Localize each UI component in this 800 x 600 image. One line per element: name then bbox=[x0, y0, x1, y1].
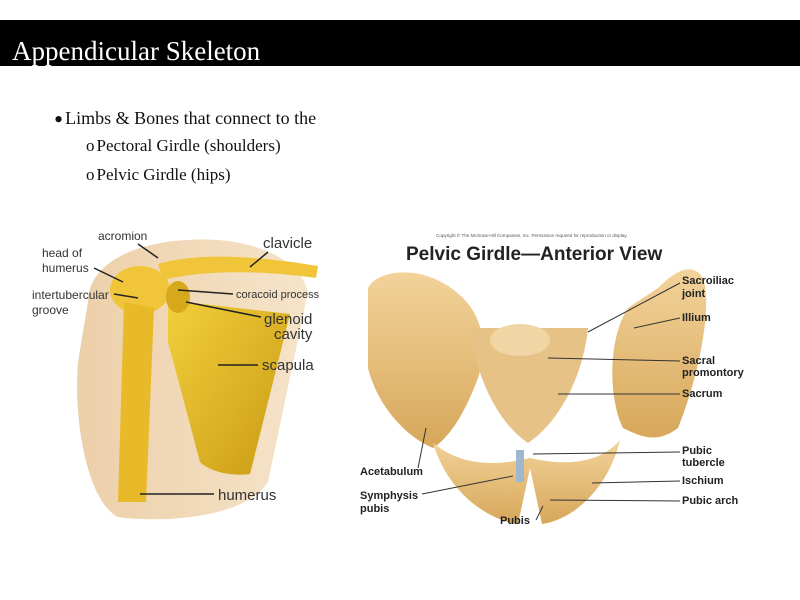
label-sacroiliac-2: joint bbox=[681, 288, 706, 300]
label-pubic-tubercle-2: tubercle bbox=[682, 457, 725, 469]
label-acetabulum: Acetabulum bbox=[360, 466, 423, 478]
leader-ischium bbox=[591, 480, 681, 484]
glenoid-shape bbox=[166, 281, 190, 313]
humerus-shaft bbox=[118, 302, 154, 502]
leader-symphysis bbox=[421, 475, 514, 495]
leader-acetabulum bbox=[417, 427, 427, 469]
label-head-of-humerus-1: head of bbox=[42, 246, 83, 260]
label-pubic-arch: Pubic arch bbox=[682, 495, 739, 507]
leader-pubic-tubercle bbox=[532, 451, 681, 455]
symphysis-disc bbox=[516, 450, 524, 482]
scapula-bone bbox=[168, 300, 290, 475]
label-humerus: humerus bbox=[218, 487, 276, 504]
sub-bullet-text: Pectoral Girdle (shoulders) bbox=[96, 136, 281, 155]
leader-head bbox=[93, 267, 124, 283]
label-pubic-tubercle-1: Pubic bbox=[682, 445, 712, 457]
humerus-head bbox=[110, 266, 170, 314]
sacral-promontory bbox=[490, 324, 550, 356]
leader-illium bbox=[633, 317, 681, 329]
title-bar bbox=[0, 20, 800, 66]
label-symphysis-2: pubis bbox=[360, 503, 389, 515]
pubic-ring bbox=[433, 440, 620, 524]
sub-bullet-marker: o bbox=[86, 136, 95, 155]
sacrum-bone bbox=[470, 328, 588, 443]
shoulder-diagram: acromion clavicle head of humerus intert… bbox=[32, 229, 320, 520]
slide-title: Appendicular Skeleton bbox=[12, 36, 261, 66]
leader-acromion bbox=[137, 243, 159, 259]
label-intertubercular-2: groove bbox=[32, 303, 69, 317]
pelvis-title: Pelvic Girdle—Anterior View bbox=[406, 244, 662, 265]
leader-sacroiliac bbox=[587, 282, 681, 333]
leader-pubis bbox=[535, 505, 544, 521]
label-ischium: Ischium bbox=[682, 475, 724, 487]
label-sacrum: Sacrum bbox=[682, 388, 723, 400]
label-scapula: scapula bbox=[262, 357, 314, 374]
bullet-dot: • bbox=[54, 105, 64, 134]
pelvis-diagram: Copyright © The McGraw-Hill Companies, I… bbox=[360, 232, 745, 527]
bullet-item: •Limbs & Bones that connect to the bbox=[54, 105, 316, 135]
label-pubis: Pubis bbox=[500, 515, 530, 527]
label-acromion: acromion bbox=[98, 229, 147, 243]
label-sacral-1: Sacral bbox=[682, 355, 715, 367]
label-symphysis-1: Symphysis bbox=[360, 490, 418, 502]
leader-coracoid bbox=[177, 289, 234, 295]
right-ilium bbox=[612, 269, 707, 438]
label-head-of-humerus-2: humerus bbox=[42, 261, 89, 275]
left-ilium bbox=[368, 272, 483, 448]
label-coracoid-process: coracoid process bbox=[236, 289, 320, 301]
label-clavicle: clavicle bbox=[263, 235, 312, 252]
leader-sacral bbox=[547, 357, 681, 362]
leader-clavicle bbox=[249, 251, 269, 268]
label-sacral-2: promontory bbox=[682, 367, 745, 379]
label-sacroiliac-1: Sacroiliac bbox=[682, 275, 734, 287]
sub-bullet-text: Pelvic Girdle (hips) bbox=[96, 165, 231, 184]
leader-pubic-arch bbox=[549, 499, 681, 502]
sub-bullet-marker: o bbox=[86, 165, 95, 184]
label-illium: Illium bbox=[682, 312, 711, 324]
label-glenoid-2: cavity bbox=[274, 326, 313, 343]
label-intertubercular-1: intertubercular bbox=[32, 288, 109, 302]
label-glenoid-1: glenoid bbox=[264, 311, 312, 328]
leader-intertubercular bbox=[113, 293, 139, 299]
clavicle-bone bbox=[158, 256, 318, 280]
bullet-text: Limbs & Bones that connect to the bbox=[65, 108, 317, 128]
pelvis-copyright: Copyright © The McGraw-Hill Companies, I… bbox=[436, 232, 628, 238]
leader-glenoid bbox=[185, 301, 262, 318]
